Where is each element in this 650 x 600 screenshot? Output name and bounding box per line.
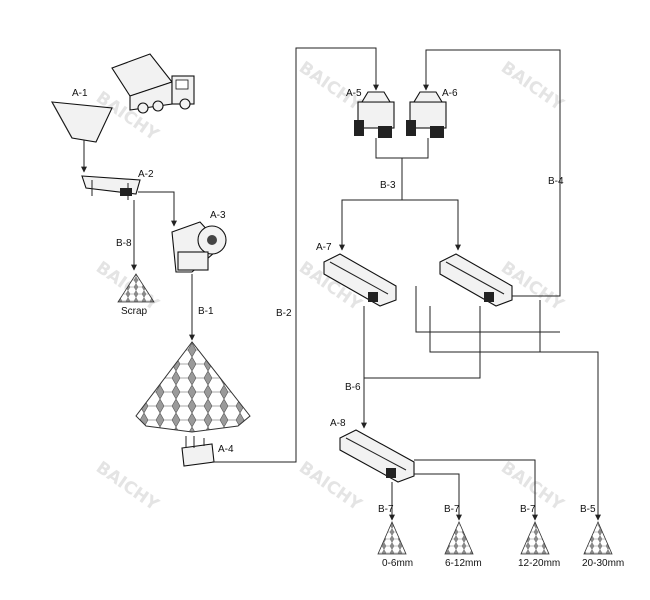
jaw-crusher-a3 bbox=[171, 221, 227, 273]
label-a7: A-7 bbox=[316, 242, 332, 253]
vibrating-screen-a7-left bbox=[323, 253, 397, 307]
output-p2: 6-12mm bbox=[445, 558, 482, 569]
label-b8: B-8 bbox=[116, 238, 132, 249]
watermark-7: BAICHY bbox=[92, 458, 163, 516]
vibrating-screen-a8 bbox=[339, 429, 415, 483]
product-pile-2 bbox=[444, 521, 474, 555]
label-b2: B-2 bbox=[276, 308, 292, 319]
output-scrap: Scrap bbox=[121, 306, 148, 317]
label-a2: A-2 bbox=[138, 169, 154, 180]
label-b7-2: B-7 bbox=[444, 504, 460, 515]
watermark-2: BAICHY bbox=[295, 58, 366, 116]
label-a8: A-8 bbox=[330, 418, 346, 429]
label-b4: B-4 bbox=[548, 176, 564, 187]
cone-crusher-a6 bbox=[406, 91, 447, 138]
dump-truck bbox=[111, 53, 195, 114]
label-b6: B-6 bbox=[345, 382, 361, 393]
label-b7-3: B-7 bbox=[520, 504, 536, 515]
vibrating-screen-a7-right bbox=[439, 253, 513, 307]
vibrating-feeder-a2 bbox=[81, 175, 141, 200]
product-pile-4 bbox=[583, 521, 613, 555]
feeder-a4 bbox=[181, 436, 215, 467]
label-a3: A-3 bbox=[210, 210, 226, 221]
label-a1: A-1 bbox=[72, 88, 88, 99]
product-pile-1 bbox=[377, 521, 407, 555]
watermark-8: BAICHY bbox=[295, 458, 366, 516]
output-p3: 12-20mm bbox=[518, 558, 560, 569]
watermark-3: BAICHY bbox=[497, 58, 568, 116]
label-a5: A-5 bbox=[346, 88, 362, 99]
output-p4: 20-30mm bbox=[582, 558, 624, 569]
label-a4: A-4 bbox=[218, 444, 234, 455]
label-a6: A-6 bbox=[442, 88, 458, 99]
stockpile-main bbox=[135, 341, 251, 433]
label-b1: B-1 bbox=[198, 306, 214, 317]
flow-lines bbox=[81, 47, 601, 521]
cone-crusher-a5 bbox=[354, 91, 395, 138]
output-p1: 0-6mm bbox=[382, 558, 413, 569]
label-b3: B-3 bbox=[380, 180, 396, 191]
product-pile-3 bbox=[520, 521, 550, 555]
label-b5: B-5 bbox=[580, 504, 596, 515]
hopper-a1 bbox=[51, 101, 113, 143]
label-b7-1: B-7 bbox=[378, 504, 394, 515]
scrap-pile bbox=[117, 273, 155, 303]
